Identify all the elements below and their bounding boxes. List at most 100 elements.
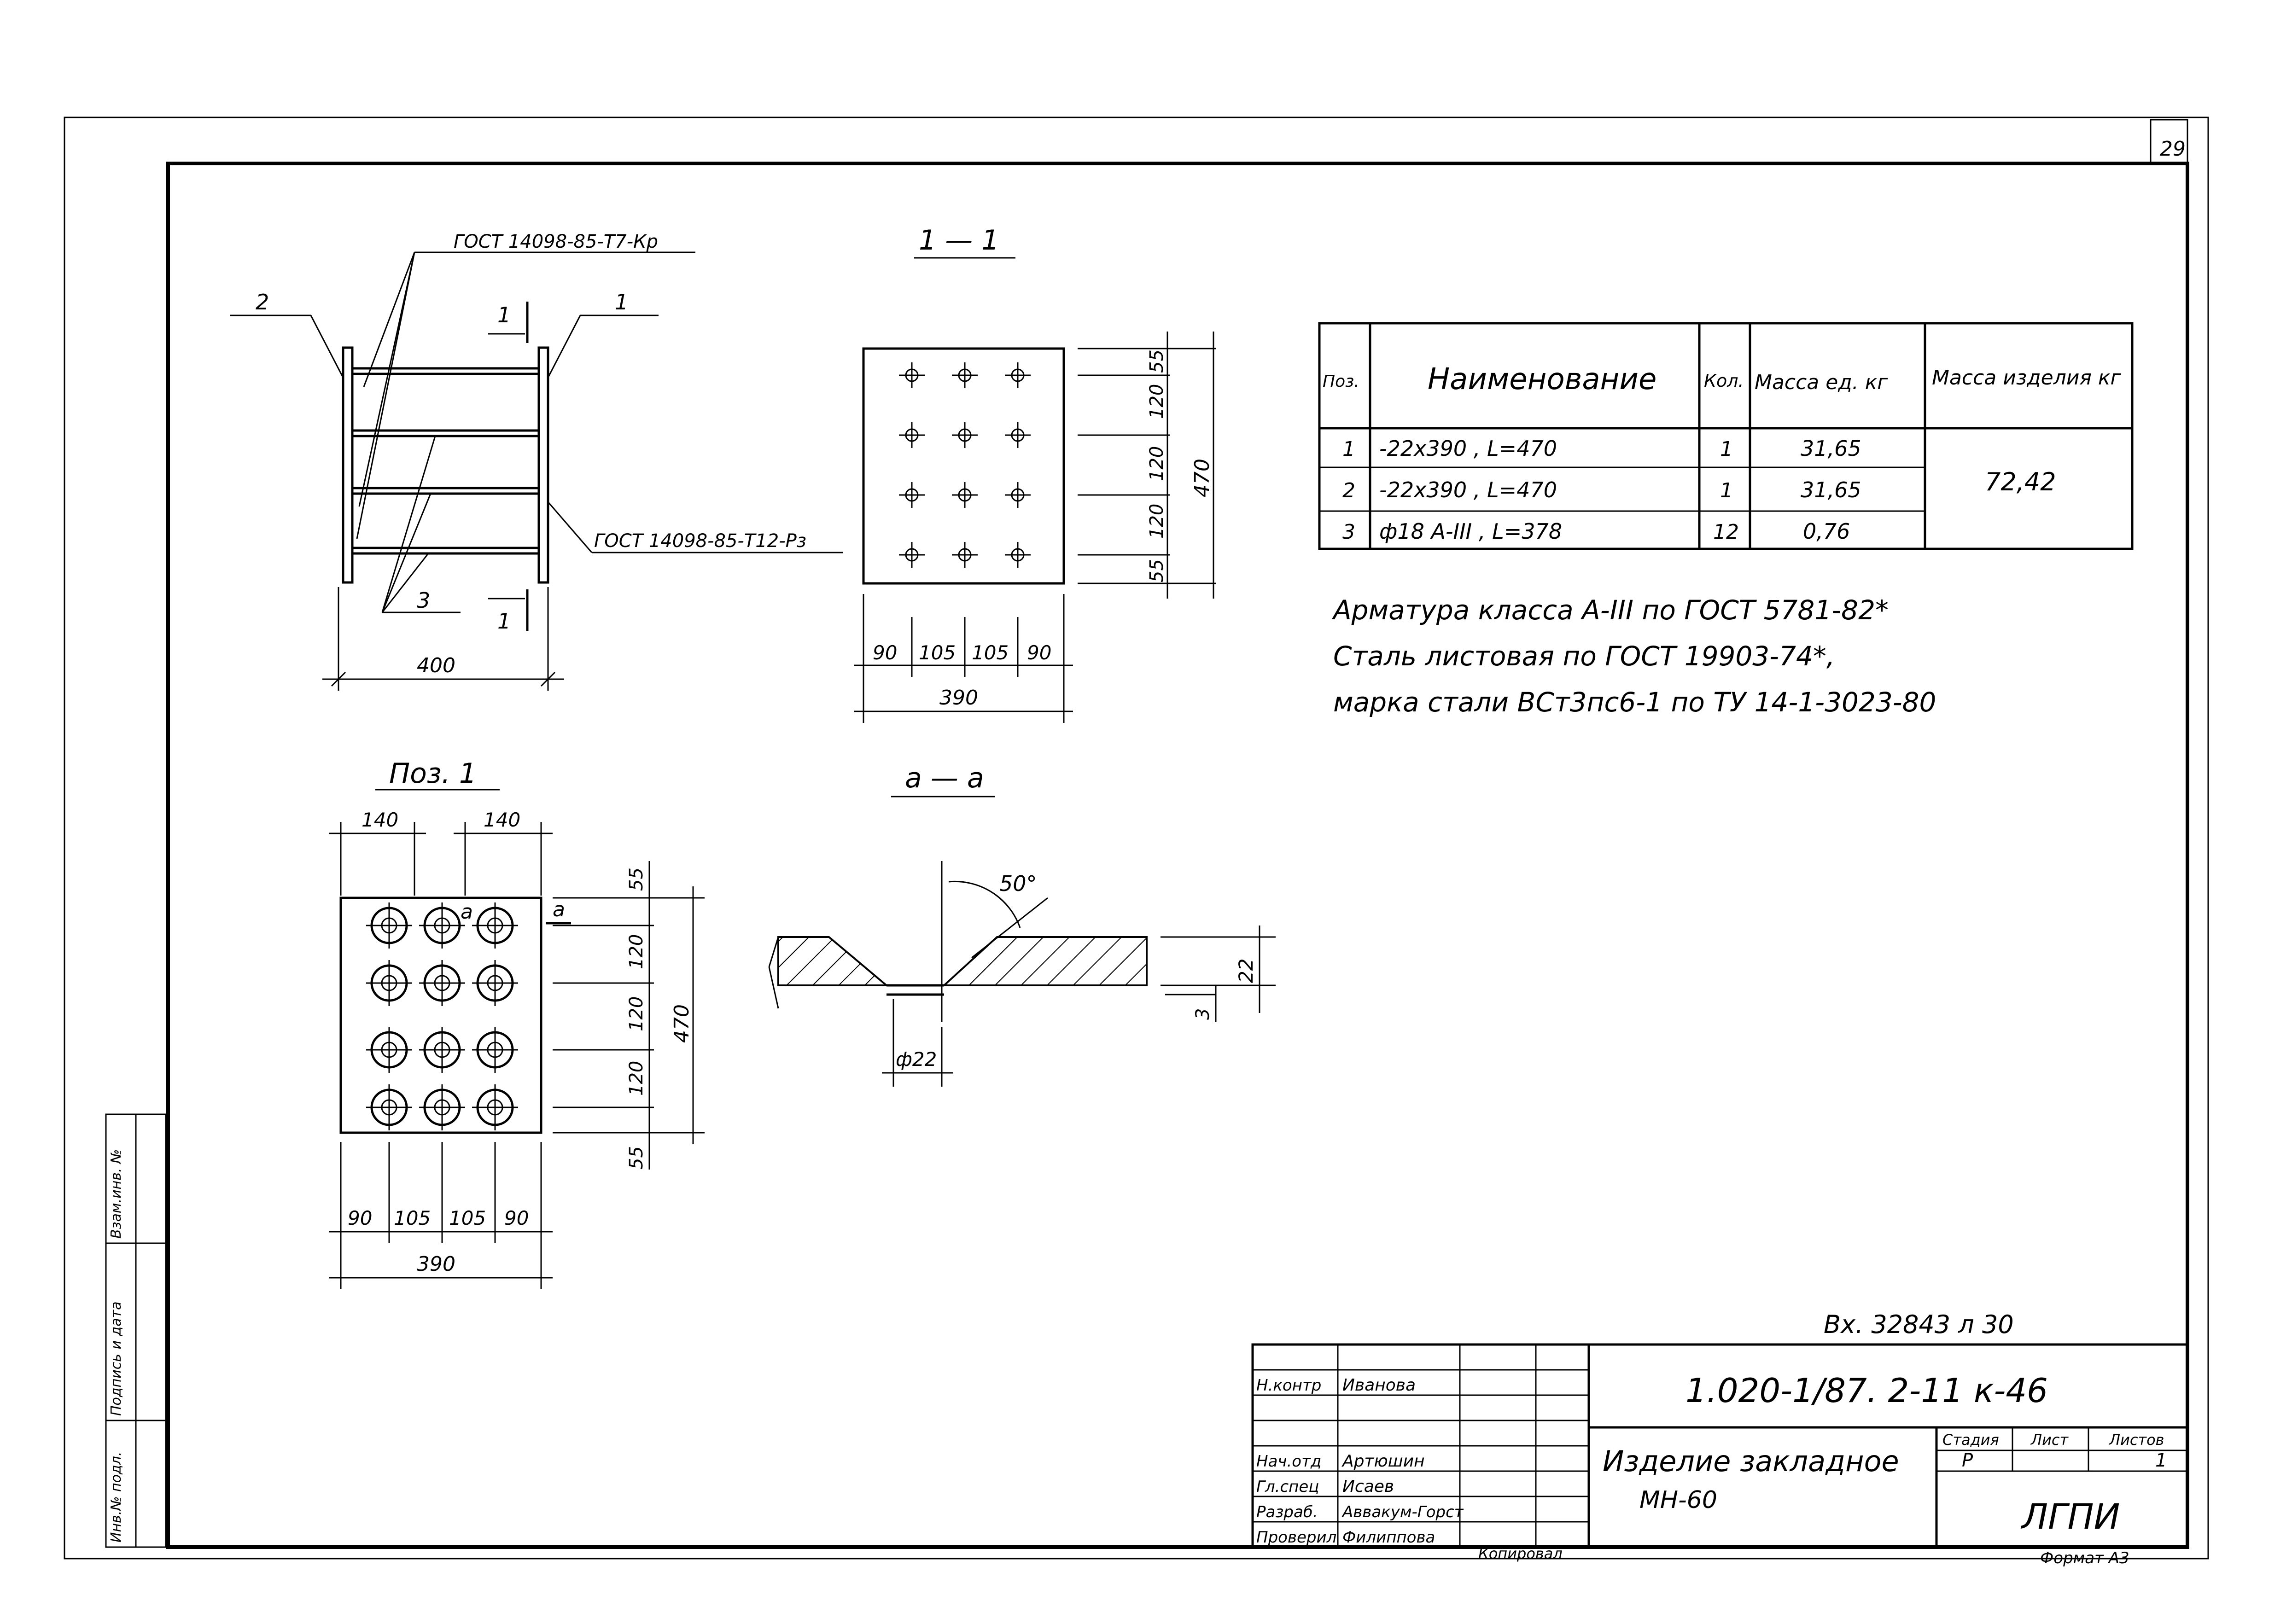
rebar-hole-mark	[1005, 422, 1031, 448]
left-stamp: Взам.инв. № Подпись и дата Инв.№ подл.	[105, 1113, 167, 1548]
pos-1-label: 1	[615, 290, 628, 314]
page-number-box	[2150, 119, 2188, 164]
title-line-1: Изделие закладное	[1603, 1444, 1899, 1478]
dim-1-1-v120c: 120	[1146, 504, 1167, 539]
dim-1-1-h105a: 105	[919, 641, 956, 664]
sig-name-2: Артюшин	[1341, 1452, 1425, 1471]
sheets-label: Листов	[2109, 1431, 2164, 1449]
dim-1-1-v55b: 55	[1146, 559, 1167, 582]
dim-1-1-v120a: 120	[1146, 384, 1167, 419]
countersunk-hole	[366, 1084, 412, 1130]
th-unit-mass: Масса ед. кг	[1755, 371, 1888, 394]
section-a-a: а — а 50° 22 3 ф22	[768, 762, 1276, 1087]
sheets-value: 1	[2155, 1450, 2167, 1471]
row1-mass: 31,65	[1801, 436, 1861, 461]
dim-1-1-v120b: 120	[1146, 446, 1167, 481]
countersunk-hole	[472, 960, 518, 1006]
sig-role-5: Проверил	[1256, 1528, 1336, 1547]
dim-pos1-h390: 390	[417, 1252, 455, 1276]
row2-pos: 2	[1342, 479, 1355, 502]
dim-1-1-h390: 390	[939, 686, 978, 710]
note-rebar: Арматура класса А-III по ГОСТ 5781-82*	[1331, 594, 1889, 626]
th-total-mass: Масса изделия кг	[1932, 366, 2121, 390]
title-block: Н.контр Иванова Нач.отд Артюшин Гл.спец …	[1251, 1343, 2189, 1548]
countersunk-hole	[419, 902, 465, 949]
rebar-hole-mark	[952, 542, 978, 568]
pos-1-view-title: Поз. 1	[389, 757, 477, 790]
total-mass: 72,42	[1985, 467, 2056, 496]
row3-name: ф18 А-III , L=378	[1379, 519, 1562, 544]
row3-mass: 0,76	[1803, 519, 1850, 544]
row2-mass: 31,65	[1801, 477, 1861, 502]
dim-1-1-h105b: 105	[972, 641, 1009, 664]
row3-pos: 3	[1342, 520, 1355, 544]
rebar-hole-mark	[952, 482, 978, 508]
org-name: ЛГПИ	[2020, 1496, 2120, 1537]
section-label-a-inner: а	[461, 900, 473, 924]
th-pos: Поз.	[1323, 372, 1359, 391]
section-1-1: 1 — 1 55 120 120 120 55 470 90 105 105 9…	[854, 224, 1216, 723]
dim-pos1-h90b: 90	[504, 1207, 529, 1229]
pos-3-label: 3	[417, 588, 430, 613]
dim-pos1-v120b: 120	[626, 996, 647, 1031]
weld-note-top: ГОСТ 14098-85-Т7-Кр	[454, 231, 658, 252]
dim-1-1-h90b: 90	[1027, 641, 1051, 664]
weld-note-bottom: ГОСТ 14098-85-Т12-Рз	[594, 530, 806, 552]
assembly-view: ГОСТ 14098-85-Т7-Кр ГОСТ 14098-85-Т12-Рз…	[230, 231, 843, 691]
dim-pos1-v55b: 55	[626, 1146, 647, 1170]
rebar-hole-mark	[1005, 362, 1031, 388]
sig-role-2: Нач.отд	[1256, 1452, 1321, 1471]
dim-width-400: 400	[417, 654, 455, 677]
section-1-1-title: 1 — 1	[919, 224, 999, 256]
rebar-hole-mark	[1005, 482, 1031, 508]
spec-table: Поз. Наименование Кол. Масса ед. кг Масс…	[1318, 322, 2134, 550]
sig-name-4: Аввакум-Горст	[1341, 1503, 1464, 1521]
stamp-inv-original: Инв.№ подл.	[108, 1452, 124, 1543]
section-label-a-outer: а	[553, 898, 565, 921]
countersunk-hole	[366, 960, 412, 1006]
dim-pos1-h105b: 105	[449, 1207, 486, 1229]
sig-name-3: Исаев	[1342, 1477, 1394, 1496]
row2-name: -22х390 , L=470	[1379, 477, 1557, 502]
countersunk-hole	[419, 960, 465, 1006]
notes: Арматура класса А-III по ГОСТ 5781-82* С…	[1331, 594, 1936, 718]
countersunk-hole	[419, 1027, 465, 1073]
countersunk-hole	[472, 1027, 518, 1073]
holes-grid-1-1	[899, 362, 1031, 568]
countersunk-hole	[366, 902, 412, 949]
rebar-hole-mark	[952, 362, 978, 388]
doc-code: 1.020-1/87. 2-11 к-46	[1685, 1371, 2048, 1410]
countersunk-hole	[472, 902, 518, 949]
rebar-hole-mark	[899, 422, 925, 448]
pos-1-view: Поз. 1 а а 140 140 55 120 120 120 55 470	[329, 757, 705, 1289]
dim-1-1-v470: 470	[1190, 459, 1214, 497]
section-mark-top: 1	[497, 303, 511, 327]
row1-name: -22х390 , L=470	[1379, 436, 1557, 461]
page-number: 29	[2160, 137, 2186, 161]
holes-grid-pos1	[366, 902, 518, 1130]
rebar-hole-mark	[899, 542, 925, 568]
th-name: Наименование	[1428, 362, 1656, 396]
rebar-hole-mark	[952, 422, 978, 448]
dim-pos1-v470: 470	[670, 1004, 694, 1043]
dim-pos1-v55a: 55	[626, 867, 647, 891]
sig-role-1: Н.контр	[1256, 1376, 1321, 1395]
dim-thickness-22: 22	[1235, 959, 1257, 983]
inner-frame	[166, 162, 2189, 1549]
section-a-a-title: а — а	[905, 762, 984, 794]
countersunk-hole	[472, 1084, 518, 1130]
rebar-hole-mark	[899, 482, 925, 508]
note-sheet-steel: Сталь листовая по ГОСТ 19903-74*,	[1333, 640, 1835, 672]
dim-depth-3: 3	[1192, 1008, 1213, 1020]
row2-qty: 1	[1720, 479, 1733, 502]
angle-50: 50°	[999, 871, 1037, 896]
incoming-stamp: Вх. 32843 л 30	[1824, 1310, 2014, 1339]
section-mark-bottom: 1	[497, 609, 511, 634]
title-line-2: МН-60	[1639, 1486, 1717, 1514]
countersunk-hole	[419, 1084, 465, 1130]
sig-name-1: Иванова	[1342, 1376, 1416, 1395]
row1-qty: 1	[1720, 437, 1733, 461]
stage-value: Р	[1962, 1450, 1973, 1471]
stamp-signature-date: Подпись и дата	[108, 1302, 124, 1416]
dim-pos1-h90a: 90	[348, 1207, 372, 1229]
